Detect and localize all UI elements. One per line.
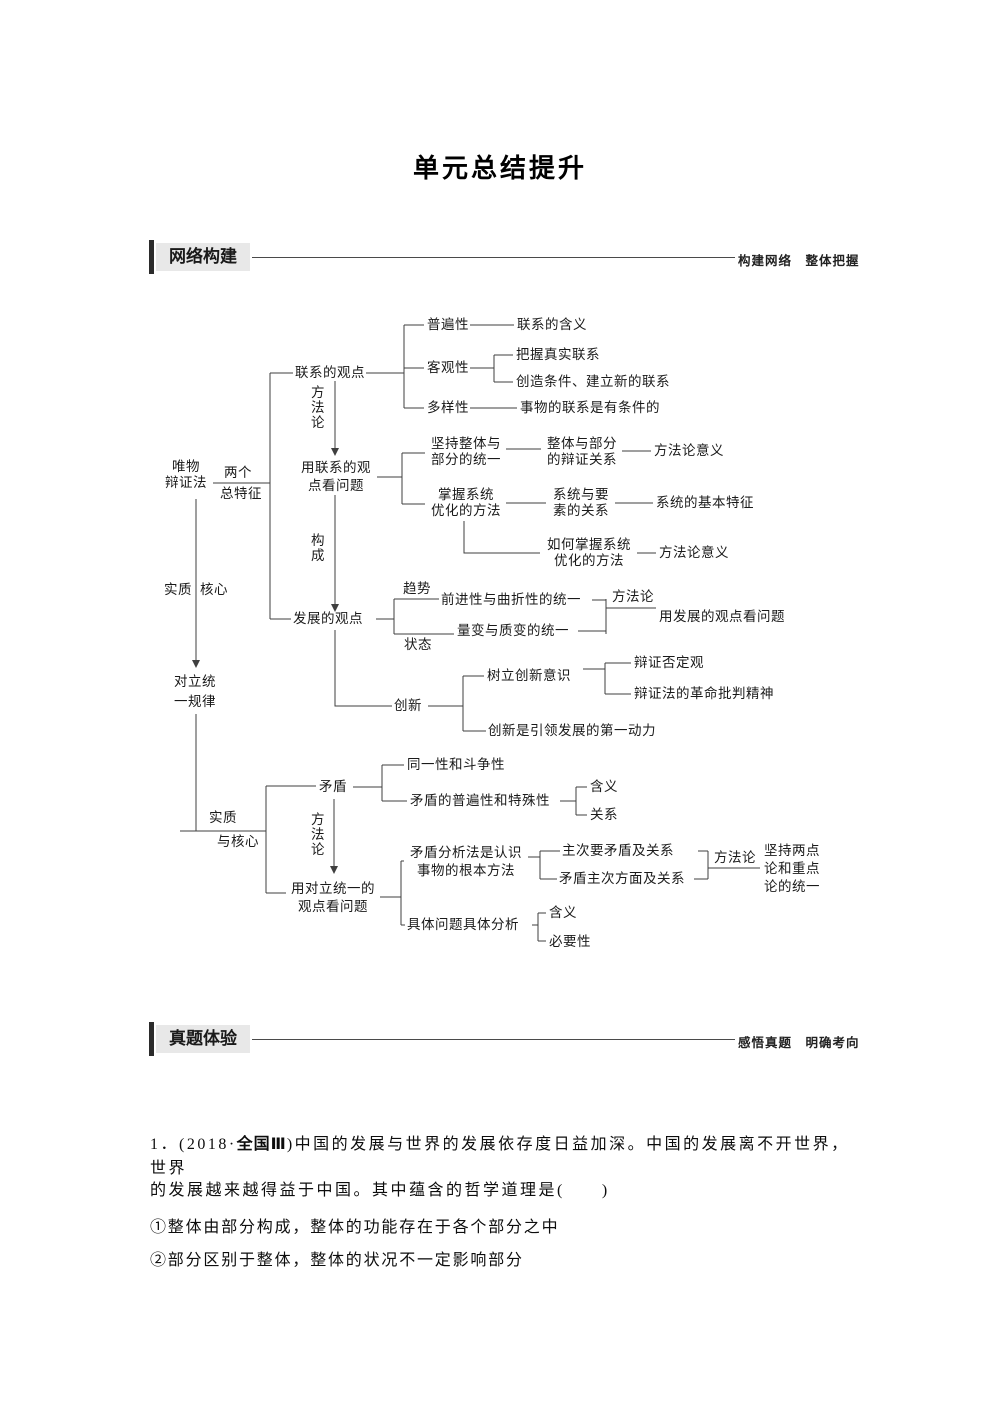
node-jianchi-zhengti-bufen: 坚持整体与 部分的统一 xyxy=(431,436,501,467)
node-biyaoxing: 必要性 xyxy=(549,934,591,949)
node-duili-tongyi-guilv: 对立统 一规律 xyxy=(174,674,216,709)
spine-lines xyxy=(180,372,316,894)
section-accent-bar xyxy=(149,1022,154,1056)
arrowhead-down-icon xyxy=(331,448,339,456)
section-title-network: 网络构建 xyxy=(156,243,250,271)
node-shuli-chuangxin-yishi: 树立创新意识 xyxy=(487,668,571,683)
node-weiwu-bianzhengfa: 唯物 辩证法 xyxy=(165,459,207,490)
node-fangfalun-yiyi-1: 方法论意义 xyxy=(654,443,724,458)
node-hanyi-b: 含义 xyxy=(549,905,577,920)
node-shiwu-lianxi: 事物的联系是有条件的 xyxy=(520,400,660,415)
section-rule xyxy=(252,257,735,258)
node-guanxi-a: 关系 xyxy=(590,807,618,822)
question-text: )中国的发展与世界的发展依存度日益加深。中国的发展离不开世界，世界 xyxy=(150,1136,850,1177)
node-yu-hexin: 与核心 xyxy=(217,834,259,849)
node-liangbian-zhibian: 量变与质变的统一 xyxy=(457,623,569,638)
node-maodun-pubianxing: 矛盾的普遍性和特殊性 xyxy=(410,793,550,808)
node-maodun-fenxifa: 矛盾分析法是认识 事物的根本方法 xyxy=(410,845,522,878)
question-number: 1．(2018· xyxy=(150,1136,237,1153)
node-fangfalun-3: 方 法 论 xyxy=(311,812,325,857)
node-keguanxing: 客观性 xyxy=(427,360,469,375)
node-lianxi-de-hanyi: 联系的含义 xyxy=(517,317,587,332)
node-shizhi-2: 实质 xyxy=(209,810,237,825)
question-option-1: ①整体由部分构成，整体的功能存在于各个部分之中 xyxy=(150,1219,560,1236)
node-xitong-jiben-tezheng: 系统的基本特征 xyxy=(656,495,754,510)
node-hanyi-a: 含义 xyxy=(590,779,618,794)
question-source: 全国Ⅲ xyxy=(236,1136,287,1153)
node-fangfalun-4: 方法论 xyxy=(714,850,756,865)
node-geming-pipan-jingshen: 辩证法的革命批判精神 xyxy=(634,686,774,701)
node-fangfalun-1: 方 法 论 xyxy=(311,385,325,430)
node-bawo-zhenshi-lianxi: 把握真实联系 xyxy=(516,347,600,362)
node-duoyangxing: 多样性 xyxy=(427,400,469,415)
section-tagline: 感悟真题 明确考向 xyxy=(738,1036,860,1050)
node-qianjinxing: 前进性与曲折性的统一 xyxy=(441,592,581,607)
node-zhuangtai: 状态 xyxy=(404,637,432,652)
node-fangfalun-2: 方法论 xyxy=(612,589,654,604)
arrowhead-down-icon xyxy=(192,660,200,668)
node-pubianxing: 普遍性 xyxy=(427,317,469,332)
node-yong-duili-tongyi: 用对立统一的 观点看问题 xyxy=(291,881,375,914)
node-hexin-1: 核心 xyxy=(200,582,228,597)
node-maodun-zhuci-fangmian: 矛盾主次方面及关系 xyxy=(559,871,685,886)
question-line-2: 的发展越来越得益于中国。其中蕴含的哲学道理是( ) xyxy=(150,1182,610,1199)
node-bianzheng-fouding-guan: 辩证否定观 xyxy=(634,655,704,670)
node-xitong-yaosu-guanxi: 系统与要 素的关系 xyxy=(553,487,609,518)
node-chuangzao-tiaojian: 创造条件、建立新的联系 xyxy=(516,374,670,389)
section-title-exam: 真题体验 xyxy=(156,1025,250,1053)
section-accent-bar xyxy=(149,240,154,274)
node-zhuci-maodun: 主次要矛盾及关系 xyxy=(562,843,674,858)
node-yong-fazhan-guandian: 用发展的观点看问题 xyxy=(659,609,785,624)
node-zhengti-bufen-guanxi: 整体与部分 的辩证关系 xyxy=(547,436,617,467)
node-fazhan-de-guandian: 发展的观点 xyxy=(293,611,363,626)
node-liangge: 两个 xyxy=(224,465,252,480)
node-zhangwo-xitong: 掌握系统 优化的方法 xyxy=(431,487,501,518)
node-lianxi-de-guandian: 联系的观点 xyxy=(295,365,365,380)
arrowhead-down-icon xyxy=(330,866,338,874)
node-yong-lianxi-guandian: 用联系的观 点看问题 xyxy=(301,460,371,493)
page-title: 单元总结提升 xyxy=(412,153,587,183)
node-juti-wenti-fenxi: 具体问题具体分析 xyxy=(407,917,519,932)
question-line-1: 1．(2018·全国Ⅲ)中国的发展与世界的发展依存度日益加深。中国的发展离不开世… xyxy=(150,1130,860,1178)
question-option-2: ②部分区别于整体，整体的状况不一定影响部分 xyxy=(150,1252,524,1269)
node-jianchi-liangdianlun: 坚持两点 论和重点 论的统一 xyxy=(764,843,820,894)
node-qushi: 趋势 xyxy=(403,581,431,596)
node-shizhi-1: 实质 xyxy=(164,582,192,597)
node-fangfalun-yiyi-2: 方法论意义 xyxy=(659,545,729,560)
section-rule xyxy=(252,1039,735,1040)
node-tongyixing-douzhengxing: 同一性和斗争性 xyxy=(407,757,505,772)
section-tagline: 构建网络 整体把握 xyxy=(738,254,860,268)
node-chuangxin: 创新 xyxy=(394,698,422,713)
node-chuangxin-diyi-dongli: 创新是引领发展的第一动力 xyxy=(488,723,656,738)
node-goucheng: 构 成 xyxy=(311,533,325,563)
development-innovation-lines xyxy=(334,598,656,732)
node-zongtezheng: 总特征 xyxy=(220,486,262,501)
node-maodun: 矛盾 xyxy=(319,779,347,794)
node-ruhe-zhangwo: 如何掌握系统 优化的方法 xyxy=(547,537,631,568)
